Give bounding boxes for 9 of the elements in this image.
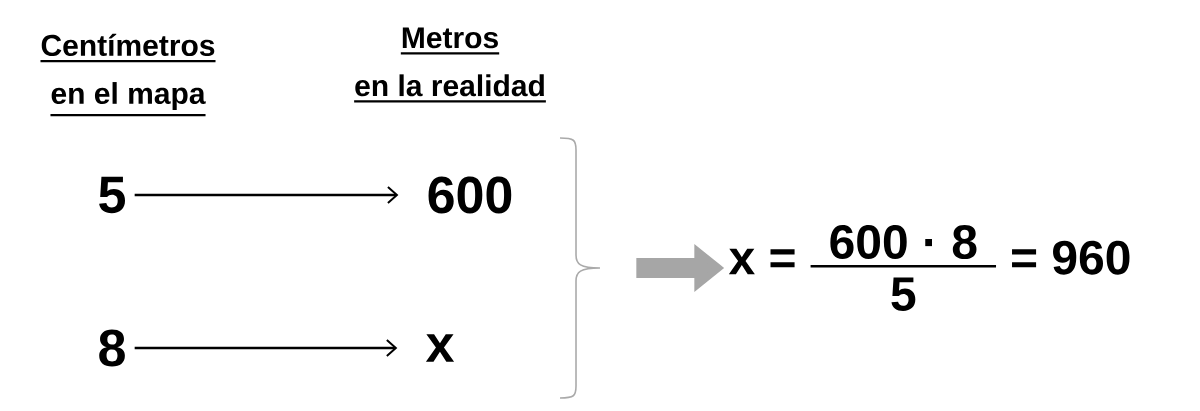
number: 8 bbox=[99, 329, 125, 367]
arrow bbox=[134, 339, 398, 357]
equation: x = 600 · 8 5 = 960 bbox=[728, 225, 1130, 311]
number: 600 bbox=[428, 176, 512, 214]
arrow bbox=[134, 186, 399, 204]
column-heading: Metros en la realidad bbox=[354, 27, 546, 103]
number: x bbox=[425, 334, 455, 362]
number: 5 bbox=[99, 176, 125, 214]
column-heading: Centímetros en el mapa bbox=[40, 33, 216, 117]
